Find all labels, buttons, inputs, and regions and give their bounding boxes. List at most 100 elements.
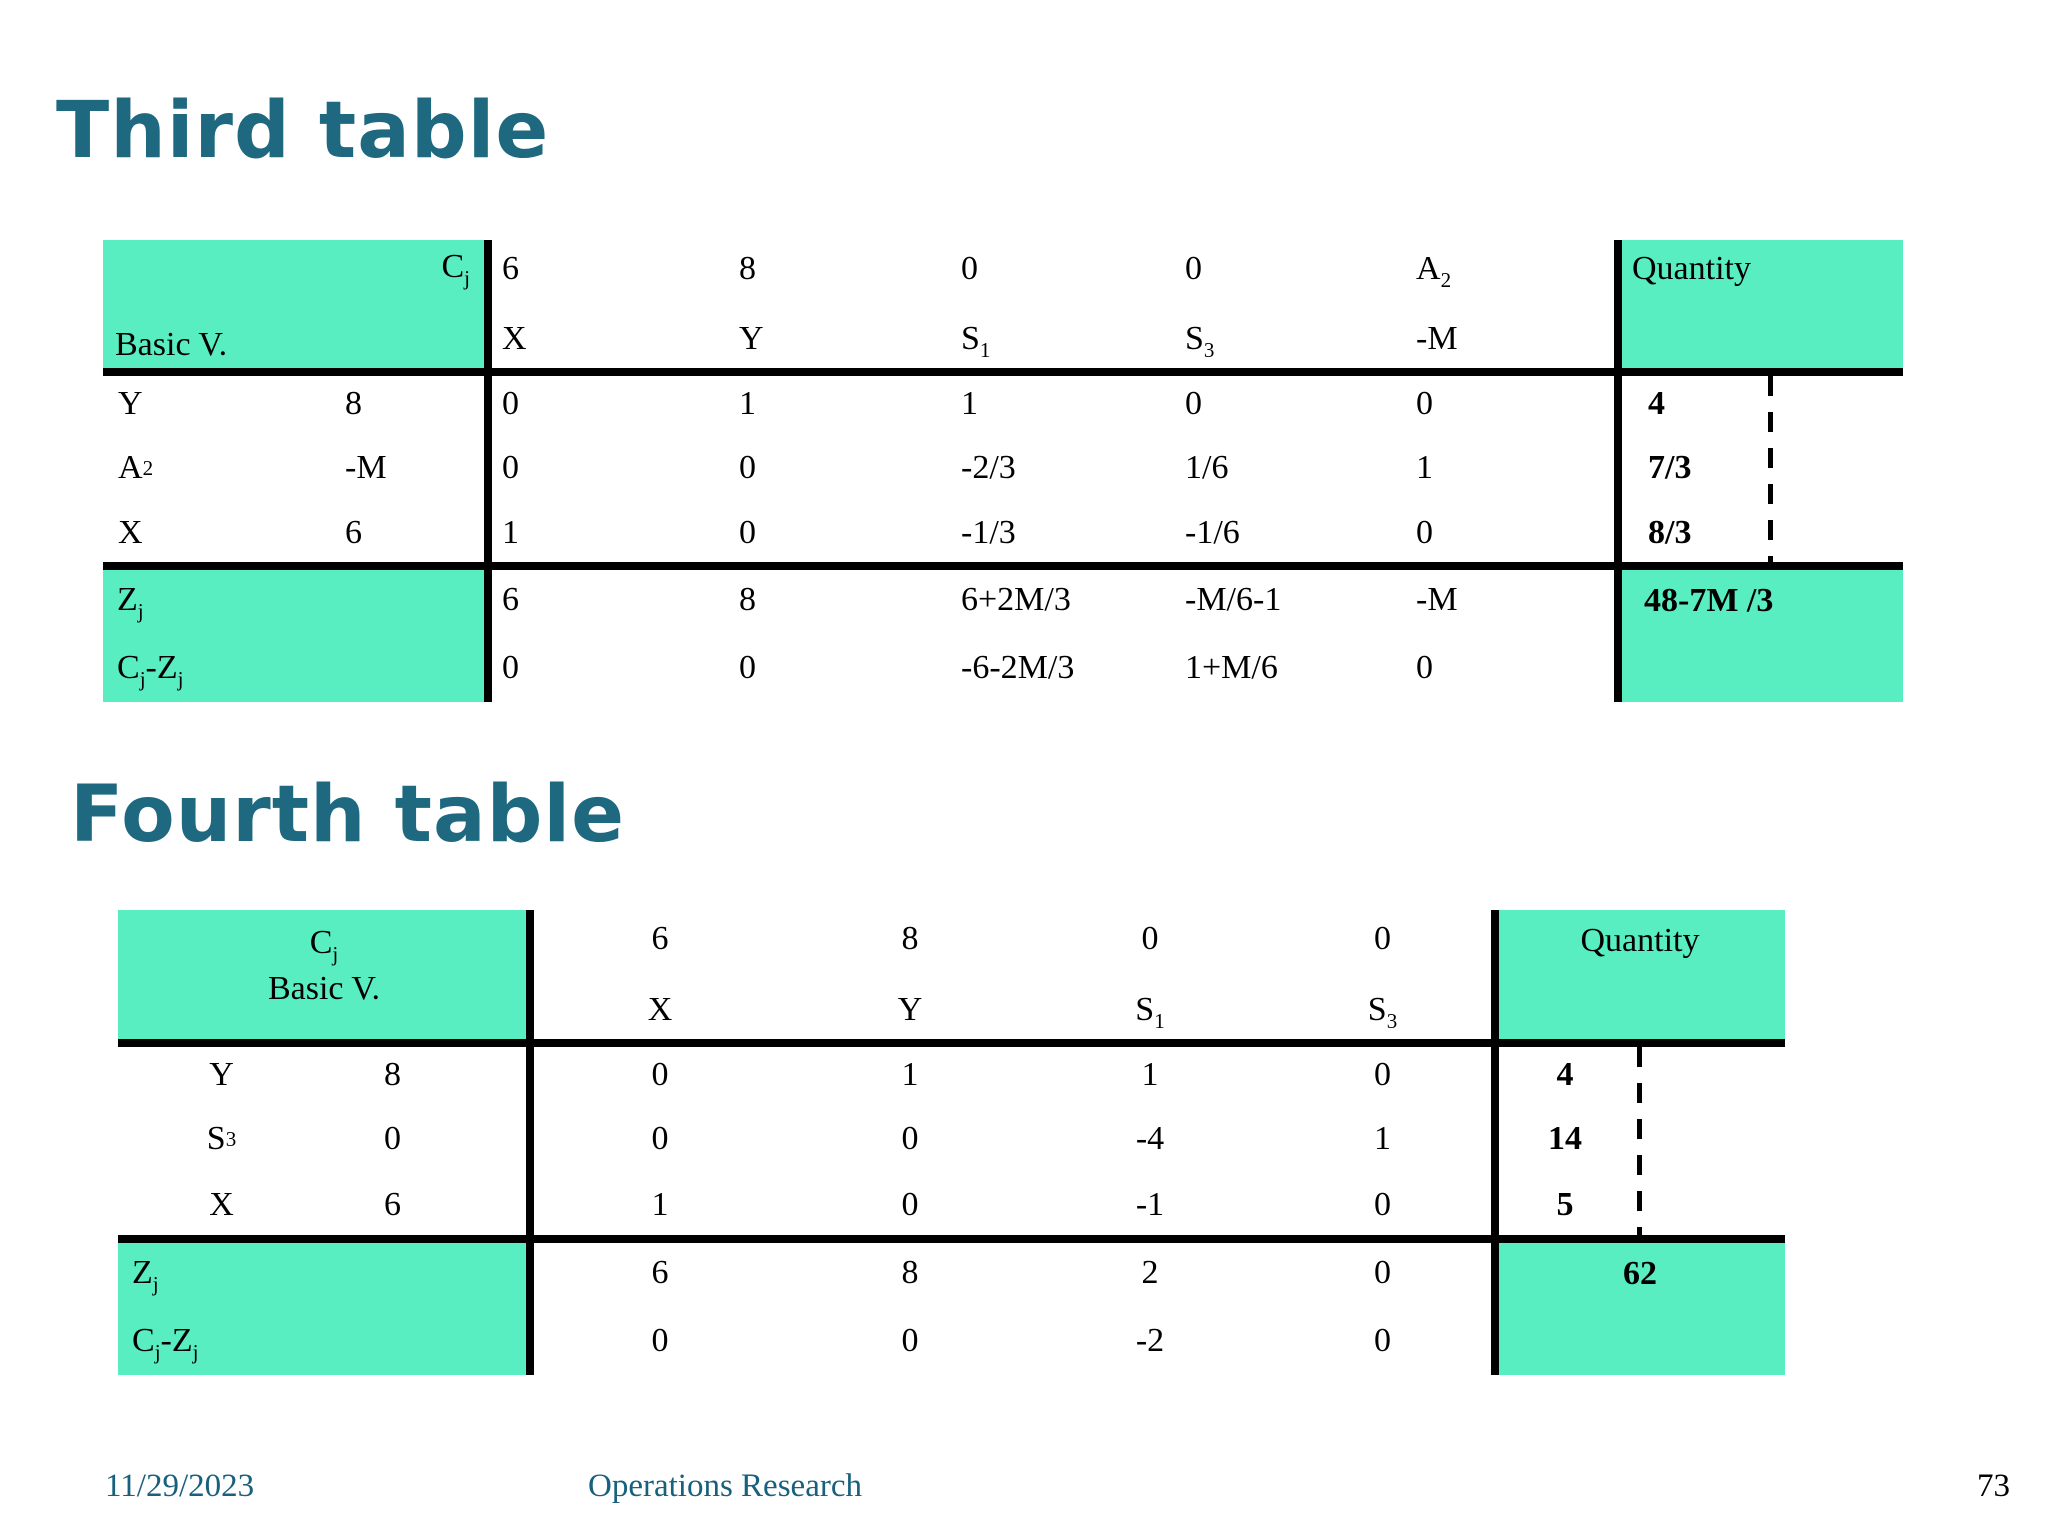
t3-column-header-y: 8 Y bbox=[739, 250, 764, 357]
t3-row-x-coef: 6 bbox=[345, 514, 362, 551]
t3-cell: 0 bbox=[739, 449, 756, 486]
t3-quantity-value: 7/3 bbox=[1648, 449, 1692, 486]
t3-zj-cell: -M bbox=[1416, 581, 1458, 618]
t3-zj-cell: -M/6-1 bbox=[1185, 581, 1282, 618]
t4-cj-label: Cj bbox=[309, 924, 339, 966]
t4-cell: 0 bbox=[651, 1056, 669, 1093]
t3-cell: 0 bbox=[1185, 385, 1202, 422]
t3-body-rule bbox=[103, 562, 1903, 570]
title-fourth-table: Fourth table bbox=[70, 770, 626, 860]
t4-cell: 1 bbox=[901, 1056, 919, 1093]
t4-zj-cell: 0 bbox=[1374, 1254, 1391, 1291]
t3-cell: 0 bbox=[1416, 385, 1433, 422]
t4-cell: 0 bbox=[1374, 1056, 1391, 1093]
t3-cell: 0 bbox=[1416, 514, 1433, 551]
t3-quantity-header: Quantity bbox=[1618, 240, 1903, 372]
t3-zj-cell: 6 bbox=[502, 581, 519, 618]
t4-cell: -1 bbox=[1135, 1186, 1165, 1223]
t3-cjzj-cell: 0 bbox=[502, 649, 519, 686]
t4-row-y-name: Y bbox=[209, 1056, 234, 1093]
footer-page-number: 73 bbox=[1977, 1468, 2010, 1504]
t3-column-header-x: 6 X bbox=[502, 250, 527, 357]
t3-zj-cell: 8 bbox=[739, 581, 756, 618]
t4-zj-cell: 8 bbox=[901, 1254, 919, 1291]
t3-column-header-s3: 0 S3 bbox=[1185, 250, 1215, 362]
t4-cell: 0 bbox=[901, 1186, 919, 1223]
t4-cell: 0 bbox=[1374, 1186, 1391, 1223]
t3-cell: 1 bbox=[961, 385, 978, 422]
t4-body-rule bbox=[118, 1235, 1785, 1243]
t3-column-header-a2: A2 -M bbox=[1416, 250, 1458, 357]
t3-zj-quantity: 48-7M /3 bbox=[1618, 566, 1903, 702]
t3-quantity-value: 4 bbox=[1648, 385, 1665, 422]
t3-cj-zj-label: Cj-Zj bbox=[103, 634, 488, 702]
t4-cj-zj-label: Cj-Zj bbox=[118, 1307, 530, 1375]
t4-column-header-s1: 0 S1 bbox=[1135, 920, 1165, 1033]
t3-cell: 1/6 bbox=[1185, 449, 1229, 486]
t3-row-x-name: X bbox=[118, 514, 143, 551]
t3-cell: -1/6 bbox=[1185, 514, 1240, 551]
t3-cjzj-cell: 0 bbox=[1416, 649, 1433, 686]
t4-quantity-value: 5 bbox=[1556, 1186, 1574, 1223]
footer-course-name: Operations Research bbox=[588, 1468, 862, 1504]
t3-cell: 0 bbox=[502, 449, 519, 486]
t4-row-s3-coef: 0 bbox=[384, 1120, 401, 1157]
t3-cell: 1 bbox=[502, 514, 519, 551]
t4-basic-v-label: Basic V. bbox=[267, 969, 381, 1007]
t3-basic-v-label: Basic V. bbox=[115, 326, 228, 363]
t3-cell: -1/3 bbox=[961, 514, 1016, 551]
title-third-table: Third table bbox=[56, 86, 550, 176]
t3-basic-rule bbox=[484, 240, 492, 702]
t4-cjzj-cell: 0 bbox=[651, 1322, 669, 1359]
t3-quantity-rule bbox=[1614, 240, 1622, 702]
t3-cell: 1 bbox=[739, 385, 756, 422]
t4-cell: 0 bbox=[651, 1120, 669, 1157]
t4-corner-cell: Cj Basic V. bbox=[118, 910, 530, 1043]
t4-cell: -4 bbox=[1135, 1120, 1165, 1157]
t3-quantity-value: 8/3 bbox=[1648, 514, 1692, 551]
footer-date: 11/29/2023 bbox=[105, 1468, 255, 1504]
t4-cjzj-cell: 0 bbox=[901, 1322, 919, 1359]
t4-cell: 1 bbox=[651, 1186, 669, 1223]
t4-cell: 0 bbox=[901, 1120, 919, 1157]
t3-cell: 0 bbox=[502, 385, 519, 422]
third-table: Cj Basic V. 6 X 8 Y 0 S1 0 S3 A2 -M Quan… bbox=[103, 240, 1903, 702]
t4-quantity-header: Quantity bbox=[1495, 910, 1785, 1043]
t3-cjzj-cell: -6-2M/3 bbox=[961, 649, 1075, 686]
t3-zj-label: Zj bbox=[103, 566, 488, 634]
t3-row-a2-coef: -M bbox=[345, 449, 387, 486]
t3-ratio-dashed-line bbox=[1768, 376, 1773, 562]
t3-row-y-name: Y bbox=[118, 385, 143, 422]
t3-cjzj-cell: 0 bbox=[739, 649, 756, 686]
t3-column-header-s1: 0 S1 bbox=[961, 250, 991, 362]
t3-corner-cell: Cj Basic V. bbox=[103, 240, 488, 372]
t3-cell: -2/3 bbox=[961, 449, 1016, 486]
t4-column-header-x: 6 X bbox=[647, 920, 673, 1028]
t4-zj-cell: 6 bbox=[651, 1254, 669, 1291]
t4-cell: 1 bbox=[1374, 1120, 1391, 1157]
t4-quantity-value: 14 bbox=[1548, 1120, 1582, 1157]
t4-quantity-value: 4 bbox=[1556, 1056, 1574, 1093]
t3-header-rule bbox=[103, 368, 1903, 376]
t4-column-header-s3: 0 S3 bbox=[1367, 920, 1398, 1033]
t4-zj-cell: 2 bbox=[1141, 1254, 1159, 1291]
t3-row-y-coef: 8 bbox=[345, 385, 362, 422]
fourth-table: Cj Basic V. 6 X 8 Y 0 S1 0 S3 Quantity Y… bbox=[118, 910, 1785, 1375]
t3-cell: 1 bbox=[1416, 449, 1433, 486]
t4-row-x-coef: 6 bbox=[384, 1186, 401, 1223]
t4-ratio-dashed-line bbox=[1637, 1047, 1642, 1235]
t4-cjzj-cell: -2 bbox=[1135, 1322, 1165, 1359]
t4-zj-quantity: 62 bbox=[1495, 1239, 1785, 1375]
t4-column-header-y: 8 Y bbox=[897, 920, 923, 1028]
t4-cell: 1 bbox=[1141, 1056, 1159, 1093]
t3-zj-cell: 6+2M/3 bbox=[961, 581, 1071, 618]
t4-header-rule bbox=[118, 1039, 1785, 1047]
t4-zj-label: Zj bbox=[118, 1239, 530, 1307]
t4-basic-rule bbox=[526, 910, 534, 1375]
t4-row-x-name: X bbox=[209, 1186, 234, 1223]
t4-row-y-coef: 8 bbox=[384, 1056, 401, 1093]
t3-cj-label: Cj bbox=[441, 248, 470, 290]
t4-quantity-rule bbox=[1491, 910, 1499, 1375]
